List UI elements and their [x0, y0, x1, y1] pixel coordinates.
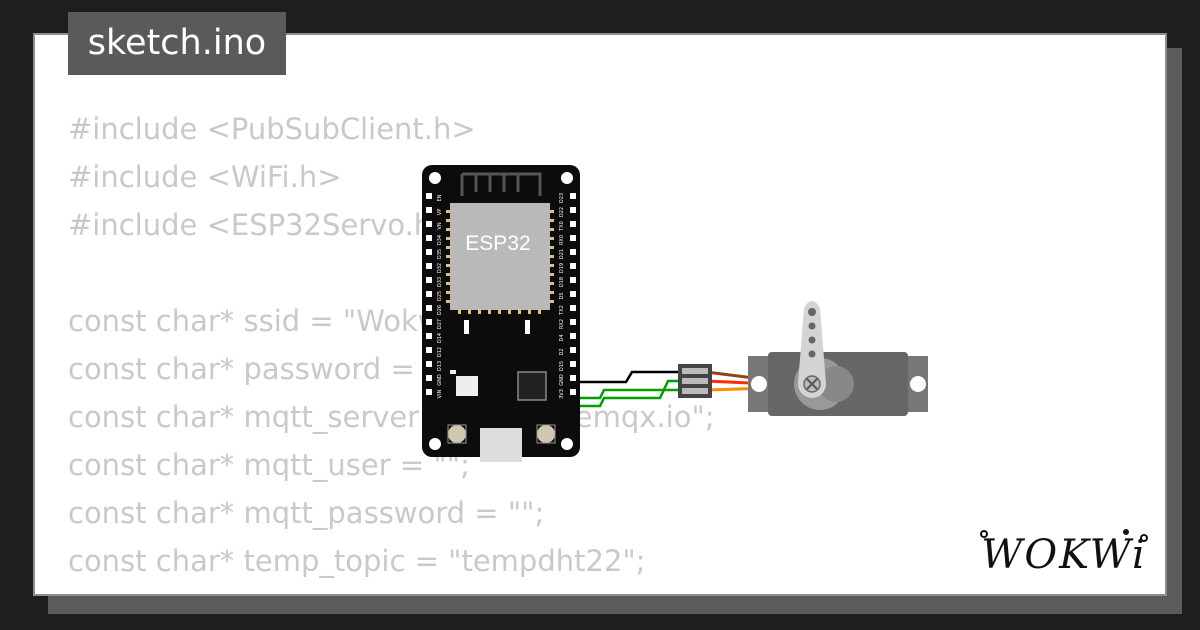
pin-label: D35 [437, 249, 443, 259]
pin-hole [570, 263, 576, 269]
pin-label: GND [559, 374, 565, 386]
pin-label: TX2 [559, 305, 565, 316]
code-line: const char* temp_topic = "tempdht22"; [68, 544, 646, 578]
pin-label: EN [437, 194, 443, 201]
pin-hole [570, 347, 576, 353]
pin-hole [570, 193, 576, 199]
pin-label: VN [437, 222, 443, 229]
code-line: #include <ESP32Servo.h> [68, 208, 457, 242]
pin-hole [426, 221, 432, 227]
pin-hole [426, 193, 432, 199]
pin-hole [570, 235, 576, 241]
pin-hole [570, 249, 576, 255]
pin-hole [426, 277, 432, 283]
pin-label: RX2 [559, 319, 565, 329]
pin-label: D22 [559, 207, 565, 217]
pin-hole [426, 249, 432, 255]
pin-hole [570, 291, 576, 297]
pin-hole [426, 389, 432, 395]
pin-label: D2 [559, 348, 565, 355]
pin-label: D33 [437, 277, 443, 287]
file-tab[interactable]: sketch.ino [68, 12, 286, 75]
pin-hole [570, 375, 576, 381]
wokwi-logo: WOKWi [980, 529, 1148, 578]
pin-hole [426, 263, 432, 269]
pin-hole [570, 207, 576, 213]
pin-label: VIN [437, 389, 443, 398]
wire-black [572, 370, 682, 384]
pin-hole [426, 361, 432, 367]
pin-label: D32 [437, 263, 443, 273]
pin-hole [570, 389, 576, 395]
code-line: const char* humidity_topic = "humidity"; [68, 585, 715, 594]
pin-hole [426, 291, 432, 297]
pin-label: VP [437, 209, 443, 215]
pin-hole [426, 319, 432, 325]
en-button [448, 425, 466, 443]
pin-label: D5 [559, 292, 565, 299]
code-line: #include <PubSubClient.h> [68, 112, 476, 146]
chip-label: ESP32 [465, 232, 530, 255]
pin-hole [570, 305, 576, 311]
code-line: const char* mqtt_password = ""; [68, 496, 545, 530]
pin-label: D12 [437, 347, 443, 357]
pin-label: D14 [437, 333, 443, 343]
pin-label: TX0 [559, 221, 565, 232]
esp32-board[interactable]: ESP32 ENVPVND34D35D32D33D25D26D27D14D12D… [422, 165, 580, 462]
svg-text:WOKWi: WOKWi [981, 532, 1147, 578]
pin-hole [426, 375, 432, 381]
pin-label: D4 [559, 334, 565, 341]
antenna-icon [460, 172, 542, 196]
esp32-chip [450, 203, 550, 310]
wires [564, 364, 771, 408]
pin-hole [426, 207, 432, 213]
regulator [456, 376, 478, 396]
pin-label: D34 [437, 235, 443, 245]
pin-hole [570, 277, 576, 283]
pin-hole [426, 235, 432, 241]
pin-label: D27 [437, 319, 443, 329]
pin-hole [426, 347, 432, 353]
pin-label: D19 [559, 263, 565, 273]
pin-hole [570, 319, 576, 325]
code-line: #include <WiFi.h> [68, 160, 342, 194]
screw-icon [806, 378, 818, 390]
code-line: const char* password = ""; [68, 352, 461, 386]
pin-label: D15 [559, 361, 565, 371]
usb-uart-chip [517, 371, 547, 401]
pin-label: D23 [559, 193, 565, 203]
pin-label: D25 [437, 291, 443, 301]
pin-label: D13 [437, 361, 443, 371]
boot-button [537, 425, 555, 443]
pin-hole [426, 305, 432, 311]
pin-label: D26 [437, 305, 443, 315]
pin-label: RX0 [559, 235, 565, 245]
pin-hole [570, 333, 576, 339]
servo-connector [678, 364, 712, 398]
usb-port [480, 428, 522, 462]
pin-hole [426, 333, 432, 339]
pin-label: GND [437, 374, 443, 386]
pin-label: 3V3 [559, 389, 565, 399]
pin-label: D21 [559, 249, 565, 259]
servo-motor[interactable] [748, 301, 928, 416]
pin-label: D18 [559, 277, 565, 287]
pin-hole [570, 361, 576, 367]
pin-hole [570, 221, 576, 227]
